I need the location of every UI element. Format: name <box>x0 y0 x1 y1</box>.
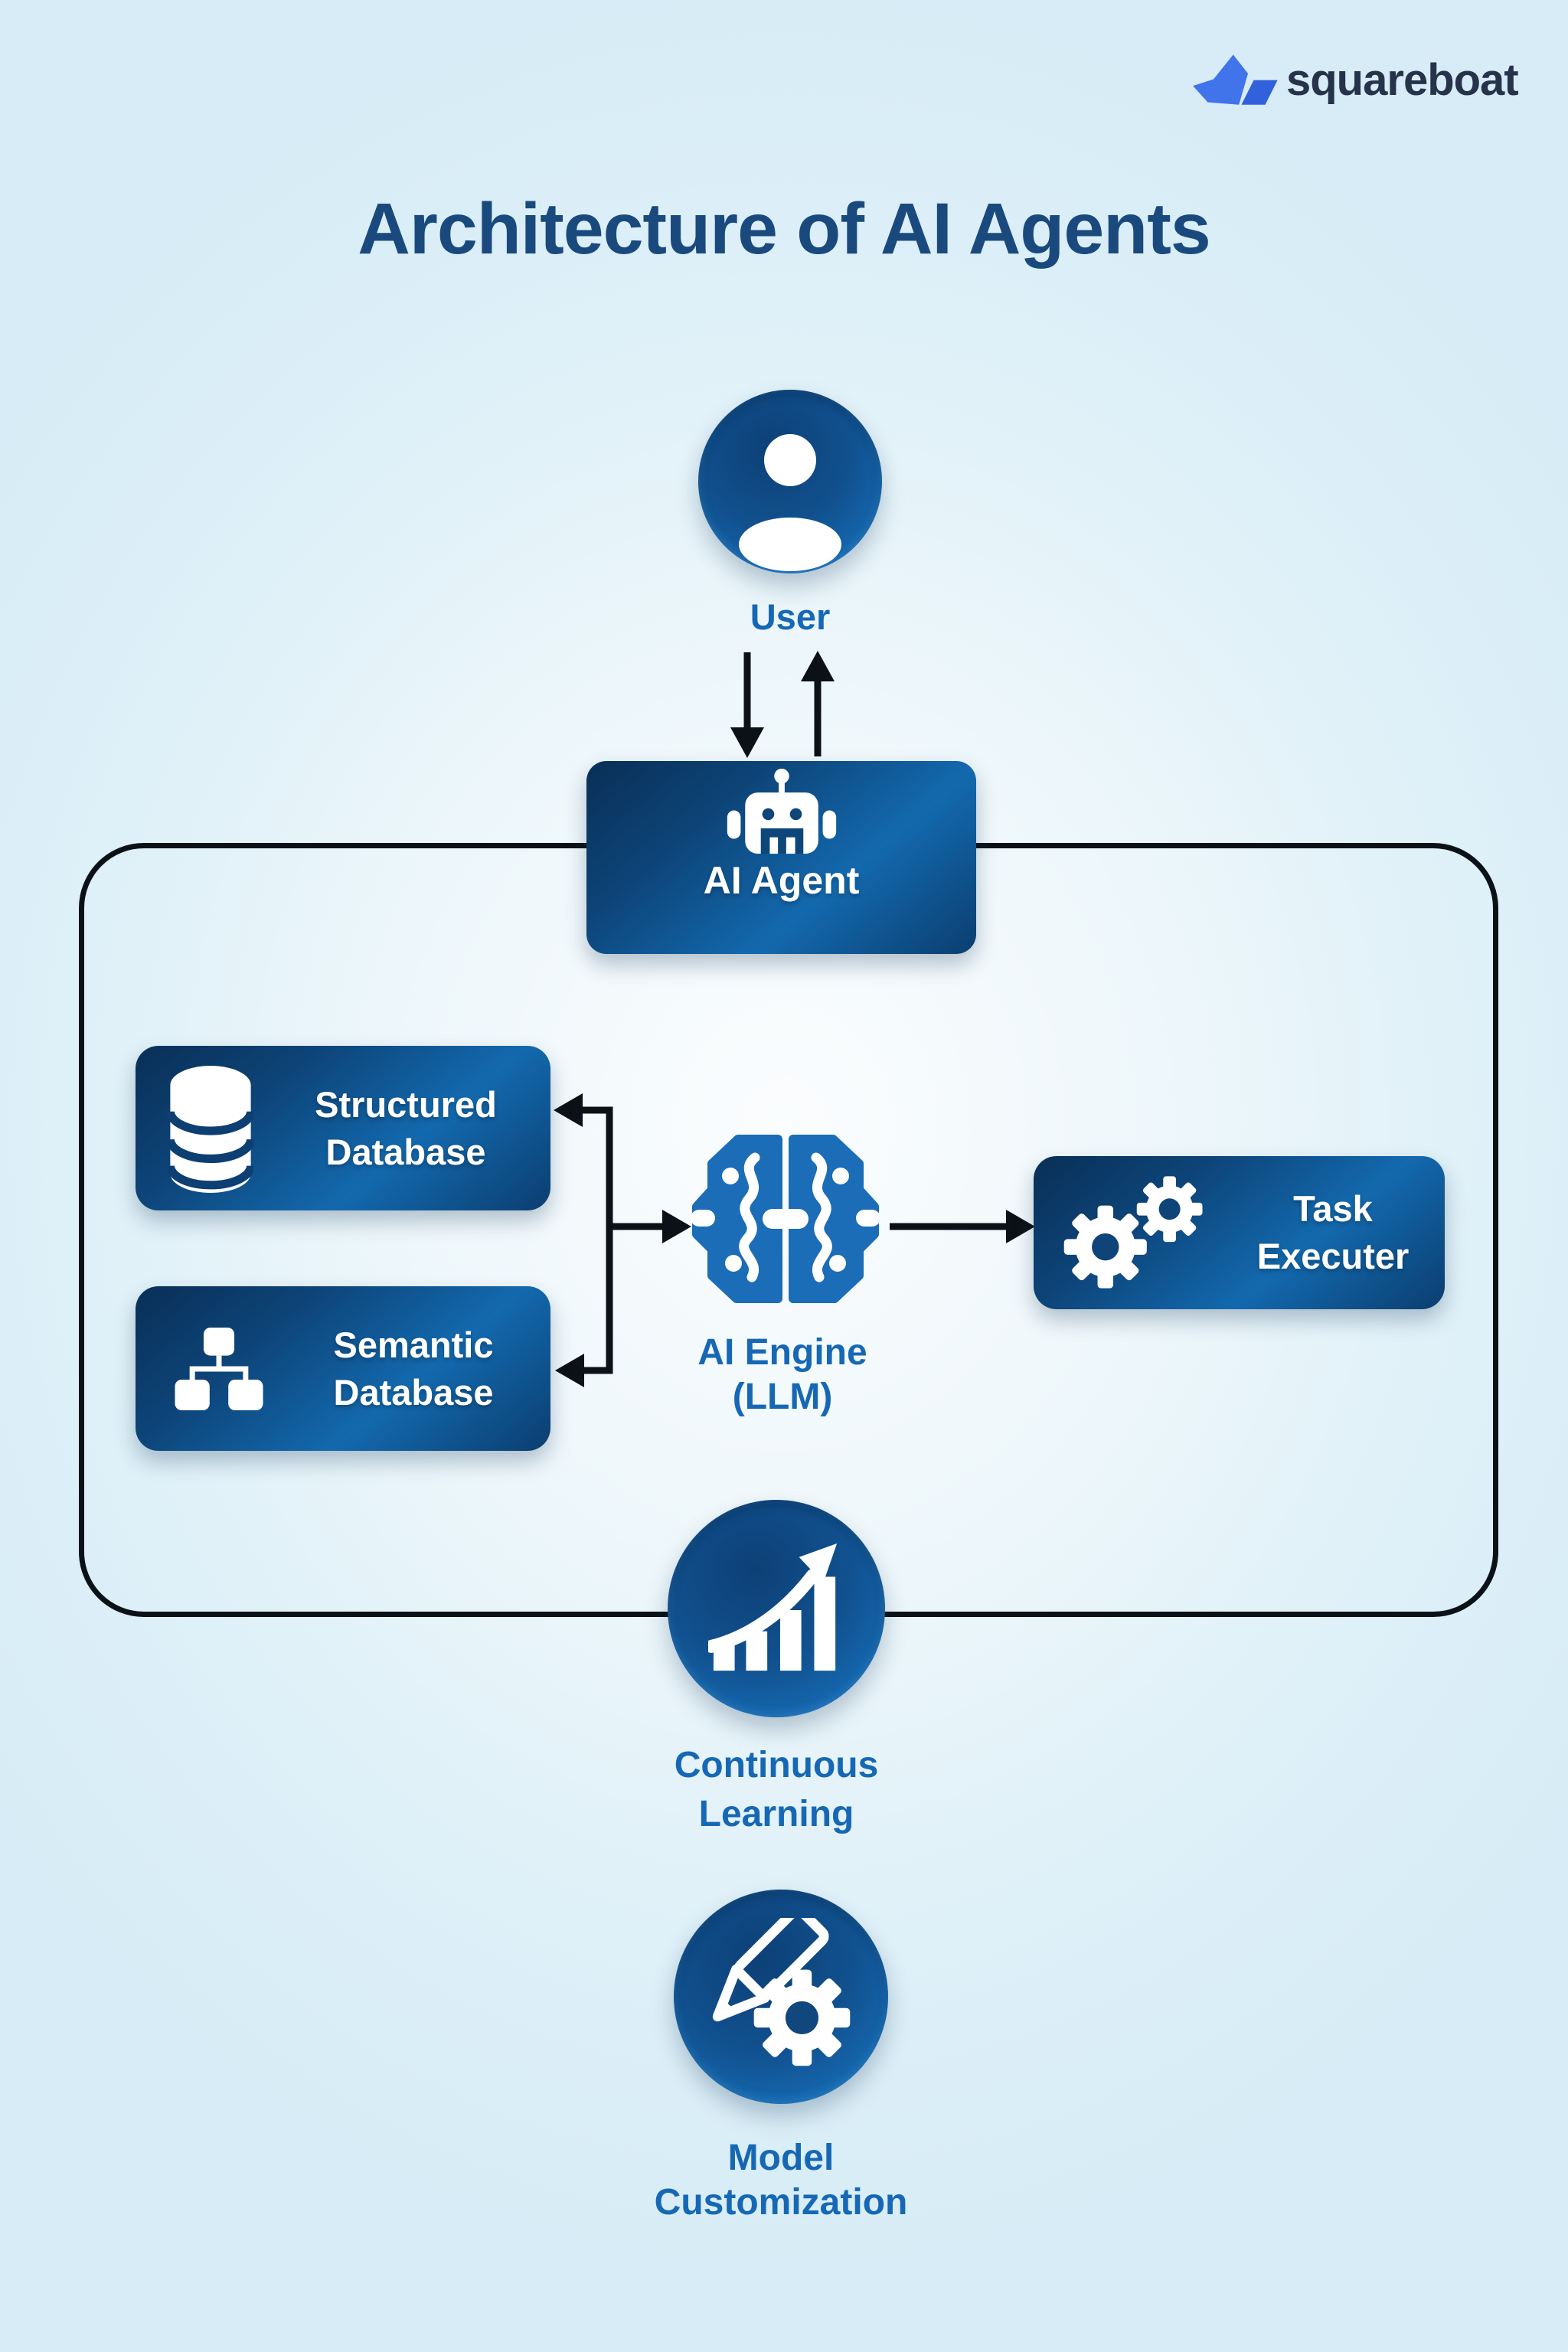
ai-agent-node: AI Agent <box>586 761 976 954</box>
ai-agent-label: AI Agent <box>703 859 860 902</box>
structured-database-label: Structured Database <box>315 1083 497 1172</box>
big-gear <box>1063 1205 1147 1289</box>
small-gear <box>1136 1176 1203 1243</box>
arrowhead-into-ai-engine <box>662 1210 691 1243</box>
task-executer-node: Task Executer <box>1034 1156 1445 1309</box>
arrow-engine-to-task-executer <box>890 1210 1035 1243</box>
model-customization-node <box>674 1890 888 2104</box>
arrow-agent-to-user <box>801 651 835 756</box>
hierarchy-icon <box>175 1327 263 1410</box>
arrowhead-into-structured-db <box>554 1093 583 1127</box>
pencil-icon <box>712 1918 829 2022</box>
model-customization-label: Model Customization <box>654 2138 908 2223</box>
squareboat-logo-icon <box>1193 54 1278 105</box>
pencil-gear-icon <box>712 1918 851 2066</box>
arrowhead-into-semantic-db <box>555 1354 584 1387</box>
semantic-database-label: Semantic Database <box>333 1324 494 1413</box>
semantic-database-node: Semantic Database <box>136 1286 550 1451</box>
user-label: User <box>750 596 831 637</box>
growth-chart-icon <box>708 1543 838 1671</box>
structured-database-node: Structured Database <box>136 1046 550 1210</box>
ai-engine-label: AI Engine (LLM) <box>697 1332 867 1417</box>
task-executer-label: Task Executer <box>1256 1188 1410 1276</box>
user-node <box>698 390 882 573</box>
continuous-learning-label: Continuous Learning <box>674 1745 879 1834</box>
gears-icon <box>1063 1176 1203 1289</box>
brain-icon <box>691 1135 880 1303</box>
connector-db-bracket <box>554 1093 691 1387</box>
squareboat-logo-text: squareboat <box>1286 55 1519 105</box>
continuous-learning-node <box>668 1500 885 1717</box>
arrow-user-to-agent <box>730 652 764 758</box>
gear-icon <box>753 1969 851 2066</box>
user-person-icon <box>739 434 841 571</box>
database-icon <box>168 1065 253 1193</box>
robot-icon <box>727 768 836 854</box>
page-title: Architecture of AI Agents <box>358 188 1210 270</box>
